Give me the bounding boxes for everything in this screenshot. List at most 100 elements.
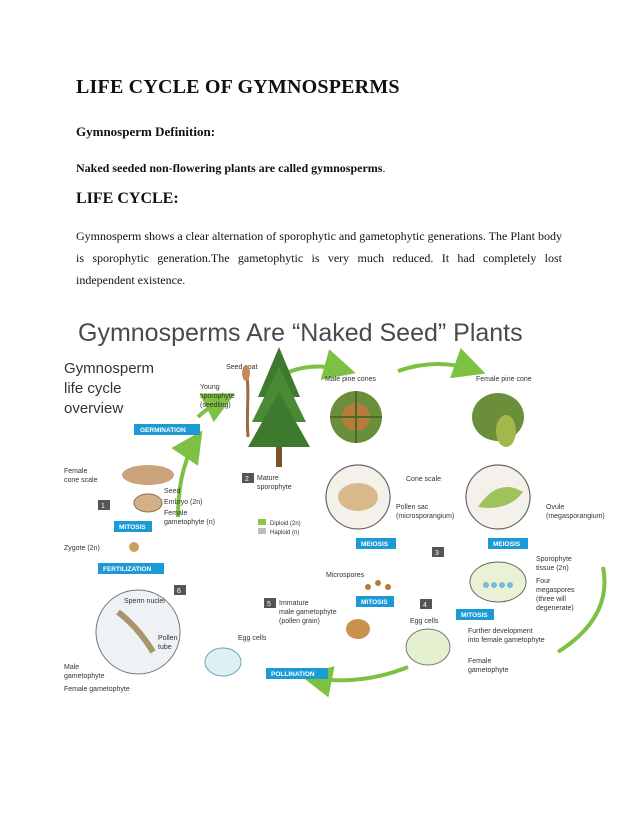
pollen-tube-shape: [116, 609, 156, 654]
stage-meiosis-right: [488, 538, 528, 549]
label-sporophyte-tissue-1: Sporophyte: [536, 556, 572, 563]
arrow-right-descending: [556, 566, 607, 654]
label-male-gametophyte-1: Male: [64, 664, 79, 671]
label-egg-cells-right: Egg cells: [410, 618, 439, 625]
stage-mitosis-middle-label: MITOSIS: [361, 599, 388, 606]
megaspore-3: [499, 582, 505, 588]
lifecycle-figure: Gymnosperms Are “Naked Seed” Plants Gymn…: [58, 307, 618, 702]
label-four-megaspores-1: Four: [536, 578, 551, 585]
label-further-1: Further development: [468, 628, 533, 635]
legend-haploid-swatch: [258, 528, 266, 534]
figure-subtitle-line2: life cycle: [64, 380, 122, 397]
stage-germination: [134, 424, 200, 435]
label-mature-sporophyte-1: Mature: [257, 475, 279, 482]
stage-meiosis-left: [356, 538, 396, 549]
label-female-cone-scale-1: Female: [64, 468, 87, 475]
microspore-1: [365, 584, 371, 590]
step-6-number: 6: [177, 588, 181, 595]
label-young-sporophyte-1: Young: [200, 384, 220, 391]
stage-pollination: [266, 668, 328, 679]
definition-body: Naked seeded non-flowering plants are ca…: [76, 161, 383, 175]
zygote: [129, 542, 139, 552]
step-1-number: 1: [101, 503, 105, 510]
step-4-number: 4: [423, 602, 427, 609]
definition-text: Naked seeded non-flowering plants are ca…: [76, 161, 385, 176]
pollen-grain: [346, 619, 370, 639]
label-young-sporophyte-3: (seedling): [200, 402, 231, 409]
label-ovule-1: Ovule: [546, 504, 564, 511]
seed: [133, 493, 163, 513]
female-pine-cone: [472, 393, 524, 447]
figure-subtitle-line3: overview: [64, 400, 123, 417]
label-zygote: Zygote (2n): [64, 545, 100, 552]
label-further-2: into female gametophyte: [468, 637, 545, 644]
label-pollen-sac-1: Pollen sac: [396, 504, 429, 511]
label-sperm-nuclei: Sperm nuclei: [124, 598, 165, 605]
step-1-box: [98, 500, 110, 510]
label-mature-sporophyte-2: sporophyte: [257, 484, 292, 491]
step-5-box: [264, 598, 276, 608]
pine-tree: [248, 347, 310, 467]
legend-diploid: Diploid (2n): [270, 521, 301, 527]
label-female-cone-scale-2: cone scale: [64, 477, 98, 484]
stage-meiosis-left-label: MEIOSIS: [361, 541, 389, 548]
figure-title: Gymnosperms Are “Naked Seed” Plants: [78, 319, 523, 347]
stage-mitosis-left: [114, 521, 152, 532]
label-microspores: Microspores: [326, 572, 365, 579]
ovule-scale: [478, 487, 523, 508]
stage-mitosis-middle: [356, 596, 394, 607]
microspore-3: [385, 584, 391, 590]
label-sporophyte-tissue-2: tissue (2n): [536, 565, 569, 572]
definition-period: .: [382, 161, 386, 175]
stage-fertilization-label: FERTILIZATION: [103, 566, 152, 573]
step-6-box: [174, 585, 186, 595]
label-cone-scale: Cone scale: [406, 476, 441, 483]
female-cone-scale: [122, 465, 174, 485]
egg-cells-left: [204, 647, 242, 677]
label-immature-3: (pollen grain): [279, 618, 320, 625]
label-female-gametophyte-right-1: Female: [468, 658, 491, 665]
label-male-gametophyte-2: gametophyte: [64, 673, 105, 680]
megaspore-tissue: [469, 561, 527, 603]
step-2-box: [242, 473, 254, 483]
legend-haploid: Haploid (n): [270, 530, 299, 536]
document-title: LIFE CYCLE OF GYMNOSPERMS: [76, 76, 400, 98]
lifecycle-paragraph: Gymnosperm shows a clear alternation of …: [76, 229, 562, 287]
lifecycle-diagram: Gymnosperms Are “Naked Seed” Plants Gymn…: [64, 319, 607, 698]
label-ovule-2: (megasporangium): [546, 513, 605, 520]
label-immature-2: male gametophyte: [279, 609, 337, 616]
label-female-gametophyte-1: Female: [164, 510, 187, 517]
male-pine-cones: [330, 391, 382, 443]
label-seed-coat: Seed coat: [226, 364, 258, 371]
microspore-2: [375, 580, 381, 586]
label-young-sporophyte-2: sporophyte: [200, 393, 235, 400]
label-female-gametophyte-right-2: gametophyte: [468, 667, 509, 674]
stage-mitosis-right-label: MITOSIS: [461, 612, 488, 619]
label-egg-cells-left: Egg cells: [238, 635, 267, 642]
figure-subtitle-line1: Gymnosperm: [64, 360, 154, 377]
arrow-left-ascending: [171, 430, 203, 518]
stage-meiosis-right-label: MEIOSIS: [493, 541, 521, 548]
megaspore-1: [483, 582, 489, 588]
label-female-pine-cone: Female pine cone: [476, 376, 532, 383]
stage-fertilization: [98, 563, 164, 574]
label-embryo: Embryo (2n): [164, 499, 203, 506]
lifecycle-heading: LIFE CYCLE:: [76, 190, 179, 207]
stage-mitosis-left-label: MITOSIS: [119, 524, 146, 531]
definition-heading: Gymnosperm Definition:: [76, 124, 216, 139]
label-four-megaspores-3: (three will: [536, 596, 566, 603]
label-seed: Seed: [164, 488, 180, 495]
step-5-number: 5: [267, 601, 271, 608]
step-4-box: [420, 599, 432, 609]
label-male-pine-cones: Male pine cones: [325, 376, 376, 383]
step-3-number: 3: [435, 550, 439, 557]
label-pollen-tube-2: tube: [158, 644, 172, 651]
megaspore-4: [507, 582, 513, 588]
arrow-germination-up: [196, 393, 236, 423]
step-3-box: [432, 547, 444, 557]
megaspore-2: [491, 582, 497, 588]
stage-mitosis-right: [456, 609, 494, 620]
pollen-sac: [338, 483, 378, 511]
arrow-male-to-female-cone: [397, 347, 486, 379]
